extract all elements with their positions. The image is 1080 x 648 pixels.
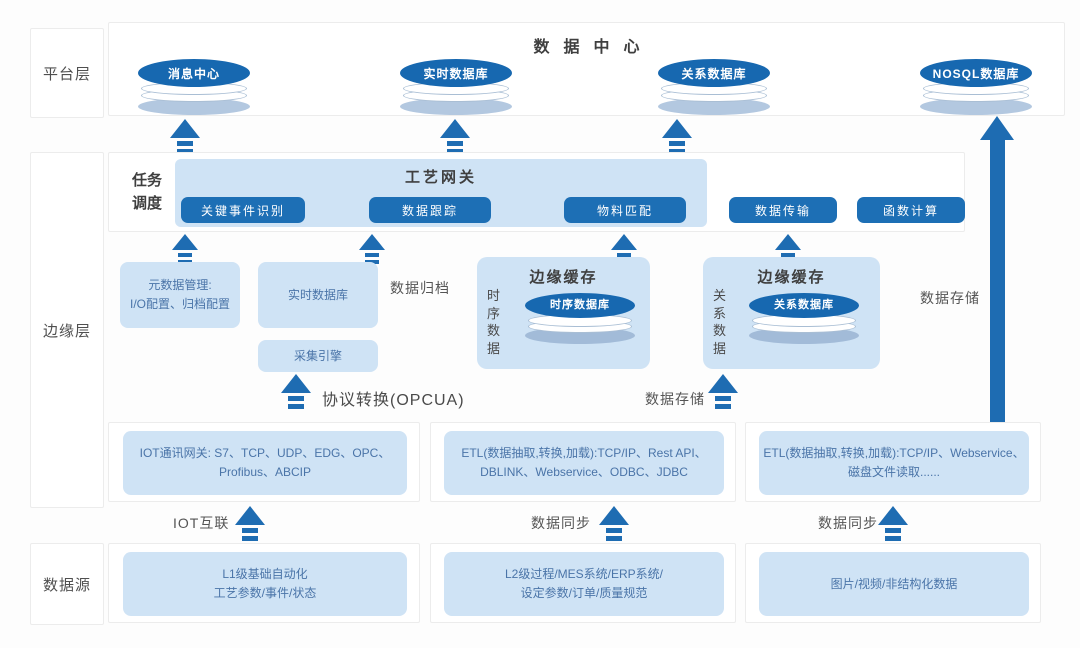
up-arrow-icon [235, 506, 265, 541]
realtime-db-cylinder: 实时数据库 [396, 59, 516, 117]
task-label-line2: 调度 [131, 195, 162, 213]
edge-cache-left-box: 边缘缓存 时序数据 时序数据库 [477, 257, 650, 369]
iot-gateway-panel: IOT通讯网关: S7、TCP、UDP、EDG、OPC、 Profibus、AB… [108, 422, 420, 502]
iot-interconnect-label: IOT互联 [173, 515, 230, 531]
data-center-title: 数据中心 [533, 39, 654, 56]
timeseries-db-label: 时序数据库 [525, 293, 635, 318]
edge-relational-db-cylinder: 关系数据库 [745, 293, 863, 347]
message-center-label: 消息中心 [138, 59, 250, 87]
etl-mid-line2: DBLINK、Webservice、ODBC、JDBC [480, 465, 688, 479]
etl-right-box: ETL(数据抽取,转换,加载):TCP/IP、Webservice、 磁盘文件读… [759, 431, 1029, 495]
metadata-management-box: 元数据管理: I/O配置、归档配置 [120, 262, 240, 328]
etl-mid-line1: ETL(数据抽取,转换,加载):TCP/IP、Rest API、 [461, 446, 707, 461]
nosql-db-label: NOSQL数据库 [920, 59, 1032, 87]
edge-cache-right-box: 边缘缓存 关系数据 关系数据库 [703, 257, 880, 369]
source-media-line1: 图片/视频/非结构化数据 [830, 576, 958, 591]
etl-right-line2: 磁盘文件读取...... [847, 465, 940, 479]
etl-mid-box: ETL(数据抽取,转换,加载):TCP/IP、Rest API、 DBLINK、… [444, 431, 724, 495]
task-label-line1: 任务 [131, 172, 162, 189]
iot-gateway-line1: IOT通讯网关: S7、TCP、UDP、EDG、OPC、 [139, 446, 391, 461]
cylinder-shadow [138, 98, 250, 115]
edge-realtime-db-label: 实时数据库 [287, 287, 348, 302]
rail-source-layer: 数据源 [30, 543, 104, 625]
iot-gateway-line2: Profibus、ABCIP [218, 465, 312, 479]
collect-engine-box: 采集引擎 [258, 340, 378, 372]
button-label: 物料匹配 [596, 203, 653, 218]
message-center-cylinder: 消息中心 [134, 59, 254, 117]
up-arrow-icon [172, 234, 198, 264]
rail-platform-label: 平台层 [42, 65, 91, 83]
up-arrow-icon [281, 374, 311, 409]
nosql-db-cylinder: NOSQL数据库 [916, 59, 1036, 117]
data-storage-long-arrow-icon [980, 116, 1014, 422]
etl-mid-panel: ETL(数据抽取,转换,加载):TCP/IP、Rest API、 DBLINK、… [430, 422, 736, 502]
data-center-panel: 数据中心 消息中心 实时数据库 关系数据库 NOSQL数据库 [108, 22, 1065, 116]
protocol-conversion-label: 协议转换(OPCUA) [322, 392, 465, 409]
up-arrow-icon [359, 234, 385, 264]
data-storage-right-label: 数据存储 [920, 290, 980, 306]
rail-edge-label: 边缘层 [42, 322, 91, 340]
up-arrow-icon [170, 119, 200, 154]
timeseries-db-cylinder: 时序数据库 [521, 293, 639, 347]
button-label: 函数计算 [882, 203, 939, 218]
data-tracking-button: 数据跟踪 [369, 197, 491, 223]
etl-right-panel: ETL(数据抽取,转换,加载):TCP/IP、Webservice、 磁盘文件读… [745, 422, 1041, 502]
metadata-line1: 元数据管理: [148, 278, 212, 293]
cylinder-shadow [400, 98, 512, 115]
button-label: 数据跟踪 [401, 203, 458, 218]
button-label: 关键事件识别 [200, 203, 285, 218]
source-l1-line2: 工艺参数/事件/状态 [213, 586, 317, 600]
timeseries-data-side-label: 时序数据 [486, 288, 500, 356]
arrow-shaft [989, 140, 1005, 422]
source-media-box: 图片/视频/非结构化数据 [759, 552, 1029, 616]
task-scheduling-label: 任务 调度 [121, 169, 173, 216]
up-arrow-icon [878, 506, 908, 541]
etl-right-line1: ETL(数据抽取,转换,加载):TCP/IP、Webservice、 [763, 446, 1025, 461]
source-l1-line1: L1级基础自动化 [222, 567, 308, 582]
collect-engine-label: 采集引擎 [293, 348, 342, 363]
key-event-recognition-button: 关键事件识别 [181, 197, 305, 223]
function-compute-button: 函数计算 [857, 197, 965, 223]
relational-db-label: 关系数据库 [658, 59, 770, 87]
relational-data-side-label: 关系数据 [712, 288, 726, 356]
up-arrow-icon [599, 506, 629, 541]
realtime-db-label: 实时数据库 [400, 59, 512, 87]
cylinder-shadow [658, 98, 770, 115]
rail-platform-layer: 平台层 [30, 28, 104, 118]
source-media-panel: 图片/视频/非结构化数据 [745, 543, 1041, 623]
edge-cache-left-title: 边缘缓存 [529, 269, 598, 286]
up-arrow-icon [662, 119, 692, 154]
data-sync-mid-label: 数据同步 [531, 515, 591, 531]
task-scheduling-panel: 任务 调度 工艺网关 关键事件识别 数据跟踪 物料匹配 数据传输 函数计算 [108, 152, 965, 232]
metadata-line2: I/O配置、归档配置 [129, 297, 230, 311]
rail-source-label: 数据源 [42, 576, 91, 594]
edge-cache-right-title: 边缘缓存 [757, 269, 826, 286]
edge-realtime-db-box: 实时数据库 [258, 262, 378, 328]
source-l2-box: L2级过程/MES系统/ERP系统/ 设定参数/订单/质量规范 [444, 552, 724, 616]
cylinder-shadow [920, 98, 1032, 115]
data-storage-mid-label: 数据存储 [645, 391, 705, 407]
rail-edge-layer: 边缘层 [30, 152, 104, 508]
source-l1-panel: L1级基础自动化 工艺参数/事件/状态 [108, 543, 420, 623]
source-l2-line2: 设定参数/订单/质量规范 [520, 586, 648, 600]
arrow-head [980, 116, 1014, 140]
source-l2-panel: L2级过程/MES系统/ERP系统/ 设定参数/订单/质量规范 [430, 543, 736, 623]
source-l2-line1: L2级过程/MES系统/ERP系统/ [504, 567, 664, 582]
up-arrow-icon [708, 374, 738, 409]
process-gateway-title: 工艺网关 [404, 169, 477, 186]
data-transfer-button: 数据传输 [729, 197, 837, 223]
data-sync-right-label: 数据同步 [818, 515, 878, 531]
edge-relational-db-label: 关系数据库 [749, 293, 859, 318]
material-matching-button: 物料匹配 [564, 197, 686, 223]
data-archive-label: 数据归档 [390, 280, 450, 296]
source-l1-box: L1级基础自动化 工艺参数/事件/状态 [123, 552, 407, 616]
button-label: 数据传输 [754, 203, 811, 218]
relational-db-cylinder: 关系数据库 [654, 59, 774, 117]
iot-gateway-box: IOT通讯网关: S7、TCP、UDP、EDG、OPC、 Profibus、AB… [123, 431, 407, 495]
up-arrow-icon [440, 119, 470, 154]
